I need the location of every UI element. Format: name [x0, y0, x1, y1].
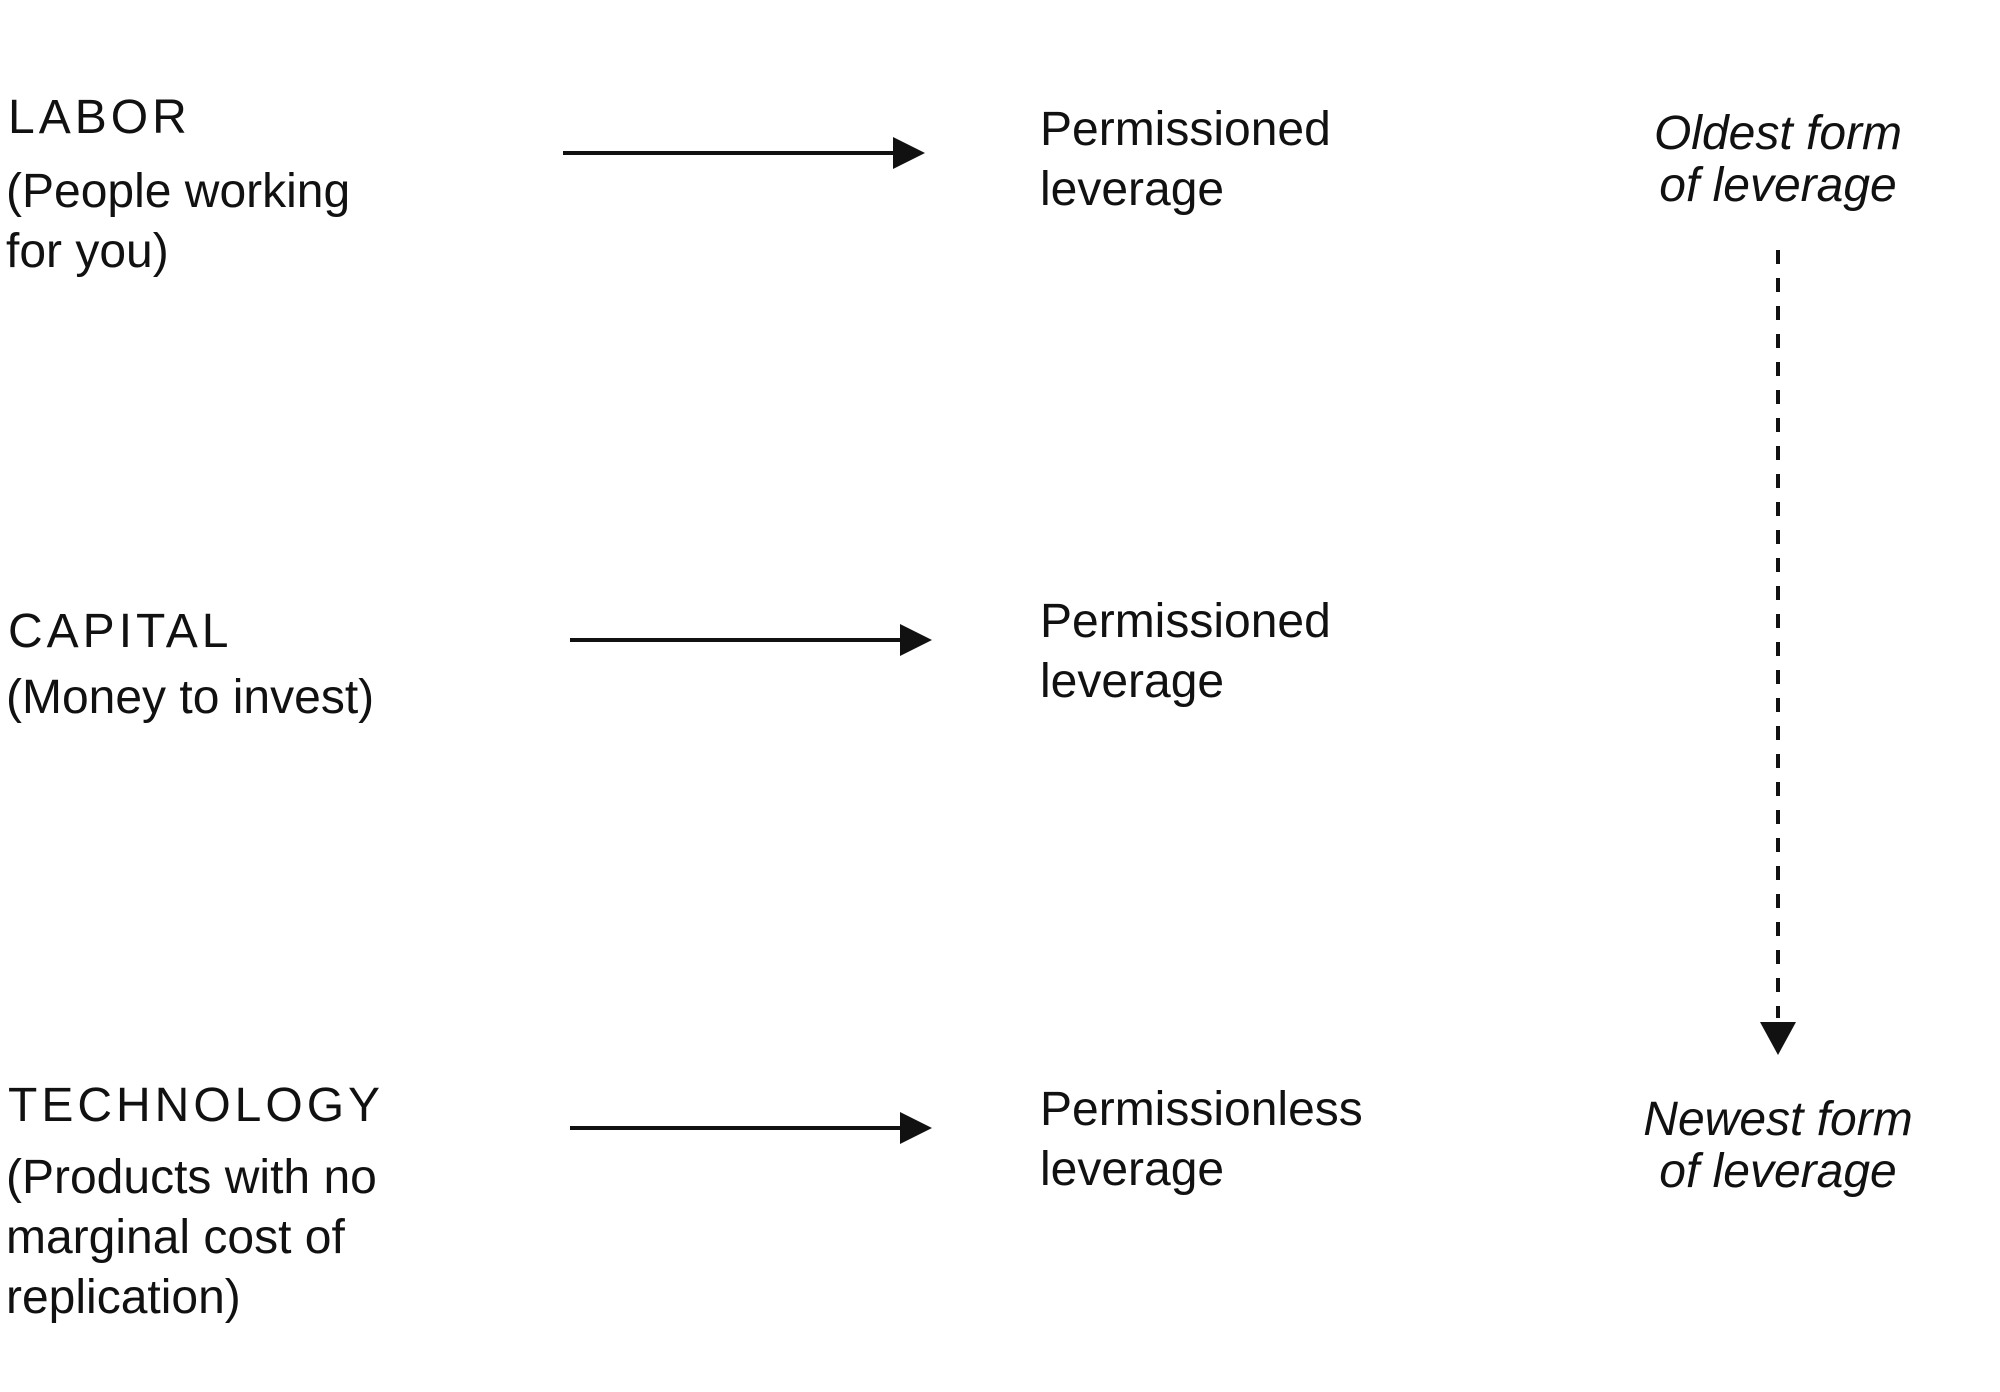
- labor-result: Permissioned leverage: [1040, 100, 1331, 220]
- technology-result-line: leverage: [1040, 1143, 1225, 1196]
- technology-arrow: [570, 1112, 932, 1144]
- labor-arrow: [563, 137, 925, 169]
- technology-result: Permissionless leverage: [1040, 1080, 1363, 1200]
- timeline-oldest-line: Oldest form: [1653, 107, 1903, 160]
- technology-title: TECHNOLOGY: [8, 1079, 385, 1132]
- capital-title: CAPITAL: [8, 605, 233, 658]
- technology-description-line: marginal cost of: [6, 1211, 345, 1264]
- timeline-dashed-arrow: [1760, 250, 1796, 1055]
- timeline-oldest-line: of leverage: [1659, 159, 1897, 212]
- labor-description-line: (People working: [6, 165, 351, 218]
- capital-description-line: (Money to invest): [6, 671, 375, 724]
- capital-result-line: Permissioned: [1040, 595, 1331, 648]
- capital-result-line: leverage: [1040, 655, 1225, 708]
- labor-title: LABOR: [8, 91, 191, 144]
- technology-description: (Products with no marginal cost of repli…: [6, 1148, 377, 1328]
- technology-result-line: Permissionless: [1040, 1083, 1363, 1136]
- timeline-newest-label: Newest form of leverage: [1568, 1094, 1988, 1198]
- timeline-newest-line: of leverage: [1659, 1145, 1897, 1198]
- technology-description-line: (Products with no: [6, 1151, 377, 1204]
- capital-arrow: [570, 624, 932, 656]
- timeline-oldest-label: Oldest form of leverage: [1568, 108, 1988, 212]
- labor-result-line: leverage: [1040, 163, 1225, 216]
- capital-description: (Money to invest): [6, 668, 374, 728]
- labor-result-line: Permissioned: [1040, 103, 1331, 156]
- labor-description-line: for you): [6, 225, 169, 278]
- capital-result: Permissioned leverage: [1040, 592, 1331, 712]
- labor-description: (People working for you): [6, 162, 350, 282]
- technology-description-line: replication): [6, 1271, 241, 1324]
- timeline-newest-line: Newest form: [1643, 1093, 1913, 1146]
